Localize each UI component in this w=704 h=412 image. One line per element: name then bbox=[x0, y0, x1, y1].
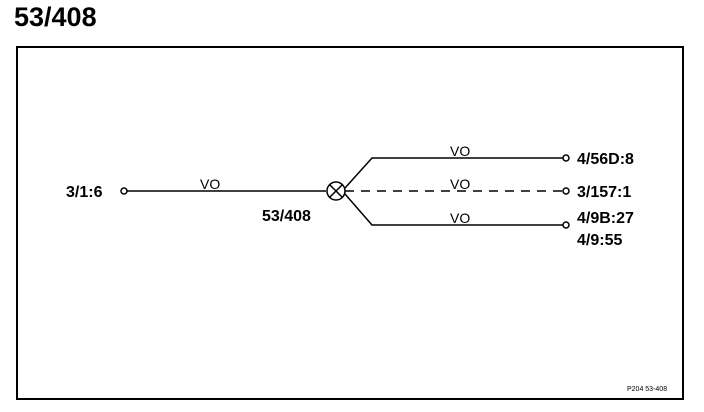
source-wire-color: VO bbox=[200, 176, 220, 192]
branch-terminal-2[interactable] bbox=[562, 187, 570, 195]
branch-wire-color-3: VO bbox=[450, 210, 470, 226]
branch-wire-1[interactable] bbox=[344, 157, 563, 189]
branch-label-2: 3/157:1 bbox=[577, 184, 631, 201]
branch-terminal-1[interactable] bbox=[562, 154, 570, 162]
branch-wire-color-2: VO bbox=[450, 176, 470, 192]
diagram-frame bbox=[16, 46, 684, 400]
branch-terminal-3[interactable] bbox=[562, 221, 570, 229]
reference-code: P204 53-408 bbox=[627, 386, 667, 393]
page-title: 53/408 bbox=[14, 2, 97, 32]
splice-label: 53/408 bbox=[262, 208, 311, 225]
branch-label-3b: 4/9:55 bbox=[577, 232, 622, 249]
branch-wire-color-1: VO bbox=[450, 143, 470, 159]
branch-label-3: 4/9B:27 bbox=[577, 210, 634, 227]
branch-label-1: 4/56D:8 bbox=[577, 151, 634, 168]
splice-icon[interactable] bbox=[326, 181, 346, 201]
source-label: 3/1:6 bbox=[66, 184, 103, 201]
branch-wire-3[interactable] bbox=[344, 193, 563, 226]
source-terminal[interactable] bbox=[120, 187, 128, 195]
